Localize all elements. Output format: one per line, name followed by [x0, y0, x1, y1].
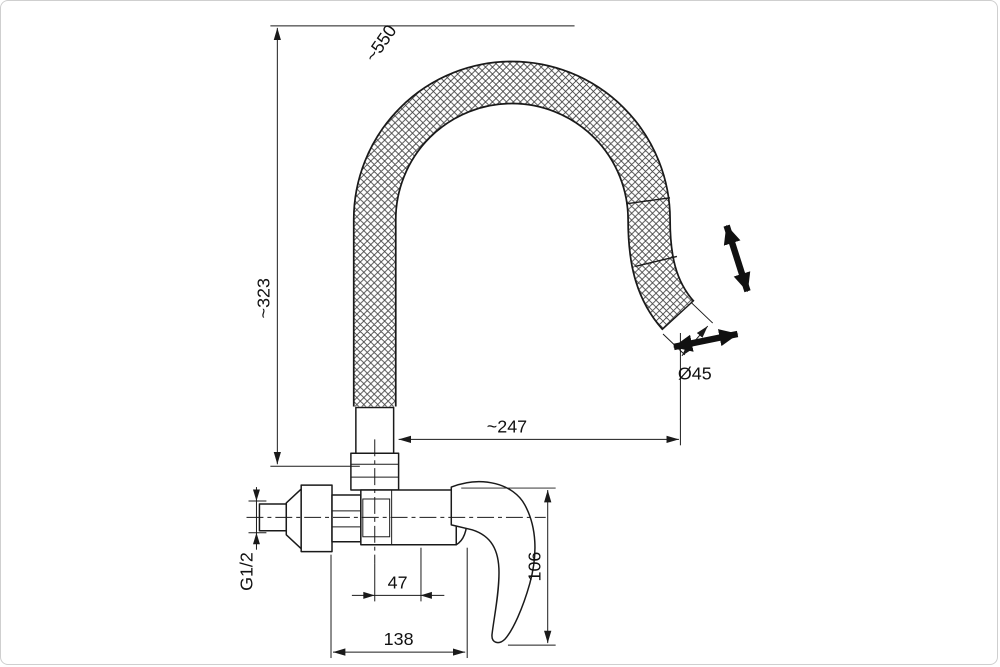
dim-label-overall-height: ~323 — [253, 278, 273, 318]
spray-head-tip-edge — [661, 299, 695, 331]
extension-line — [690, 301, 714, 324]
swivel-direction-arrow-icon — [673, 329, 739, 352]
arrowhead — [363, 591, 375, 599]
swivel-arrow-shaft — [673, 329, 739, 352]
spray-head-segment-line — [626, 197, 671, 205]
dim-horizontal-reach: ~247 — [398, 332, 681, 446]
dim-label-body-drop: 106 — [525, 552, 545, 582]
centerlines — [246, 439, 546, 564]
dim-hose-length: ~550 — [361, 21, 401, 66]
dim-overall-height: ~323 — [253, 25, 575, 467]
escutcheon-cone — [285, 488, 302, 550]
dim-label-body-depth: 138 — [384, 629, 414, 649]
dim-thread-size: G1/2 — [236, 487, 267, 591]
lever-handle-outline — [450, 480, 536, 644]
spray-head-segment-line — [635, 255, 678, 268]
dim-label-hose-length: ~550 — [361, 21, 401, 66]
dim-handle-offset: 47 — [351, 547, 445, 602]
faucet-body — [258, 406, 468, 553]
dim-label-thread-size: G1/2 — [236, 552, 256, 591]
dim-body-drop: 106 — [461, 487, 556, 646]
wall-flange — [300, 484, 333, 553]
gooseneck-hose — [352, 60, 695, 407]
dim-label-handle-offset: 47 — [388, 572, 408, 592]
dim-label-spout-diameter: Ø45 — [678, 364, 712, 384]
dim-body-depth: 138 — [330, 547, 468, 659]
dim-label-horizontal-reach: ~247 — [487, 416, 527, 436]
arrowhead — [252, 489, 260, 501]
arrowhead — [252, 532, 260, 545]
hex-nut — [331, 494, 362, 543]
hose-mesh-texture — [354, 62, 694, 407]
lever-handle — [450, 480, 536, 644]
pull-arrow-shaft — [723, 224, 751, 293]
arrowhead — [420, 591, 432, 599]
pull-direction-arrow-icon — [723, 224, 751, 293]
